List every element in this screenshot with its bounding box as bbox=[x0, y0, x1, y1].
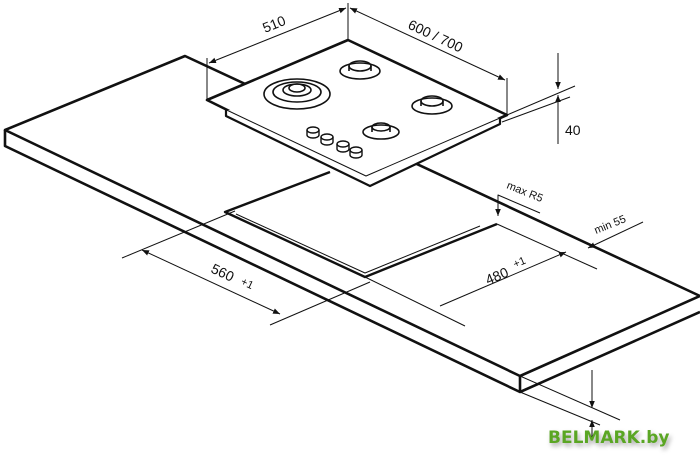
dim-line-510 bbox=[208, 7, 347, 64]
label-480-tolerance: +1 bbox=[511, 255, 527, 271]
dim-line-560 bbox=[141, 249, 281, 315]
label-min-55: min 55 bbox=[593, 213, 628, 236]
dim-line-480 bbox=[439, 251, 567, 307]
radius-leader bbox=[495, 194, 541, 216]
label-max-r5: max R5 bbox=[505, 180, 545, 205]
burner-large bbox=[263, 78, 331, 110]
cutout bbox=[223, 170, 498, 279]
min-55-arrow bbox=[587, 221, 644, 249]
burner-front bbox=[362, 122, 400, 140]
burner-right bbox=[411, 95, 453, 115]
control-knobs bbox=[306, 126, 363, 159]
gas-hob bbox=[205, 38, 509, 188]
label-510: 510 bbox=[260, 12, 288, 36]
label-40: 40 bbox=[565, 122, 581, 138]
watermark: BELMARK.by bbox=[548, 428, 670, 448]
dim-line-600-700 bbox=[349, 7, 506, 81]
label-560-tolerance: +1 bbox=[239, 276, 255, 292]
label-600-700: 600 / 700 bbox=[406, 16, 466, 55]
label-560: 560 bbox=[209, 260, 237, 284]
